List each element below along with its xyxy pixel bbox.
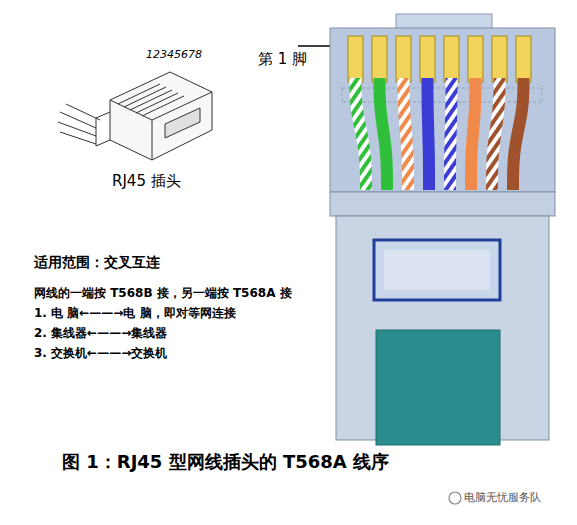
note-heading: 适用范围：交叉互连 [34,254,160,272]
wire [471,78,476,190]
wire [404,78,409,190]
note-text: 网线的一端按 T568B 接，另一端按 T568A 接 [34,285,292,302]
gold-contact [492,36,507,82]
caption: 图 1：RJ45 型网线插头的 T568A 线序 [62,450,389,474]
wire [450,78,452,190]
wire [380,78,388,190]
gold-contact [348,36,363,82]
pin-numbers: 12345678 [146,48,202,61]
watermark: 电脑无忧服务队 [464,490,541,505]
pin-label: 第 1 脚 [258,50,307,69]
note-item: 2. 集线器←——→集线器 [34,325,167,342]
gold-contact [372,36,387,82]
rj45-plug-sketch [58,72,212,160]
note-item: 3. 交换机←——→交换机 [34,345,167,362]
rj45-plug-drawing [330,14,555,445]
wire [513,78,524,190]
gold-contact [420,36,435,82]
note-item: 1. 电 脑←——→电 脑，即对等网连接 [34,305,236,322]
gold-contact [468,36,483,82]
wire [428,78,430,190]
gold-contact [396,36,411,82]
wire [492,78,500,190]
part-name: RJ45 插头 [112,172,181,191]
gold-contact [516,36,531,82]
gold-contact [444,36,459,82]
wire [356,78,367,190]
watermark-icon [449,492,461,504]
